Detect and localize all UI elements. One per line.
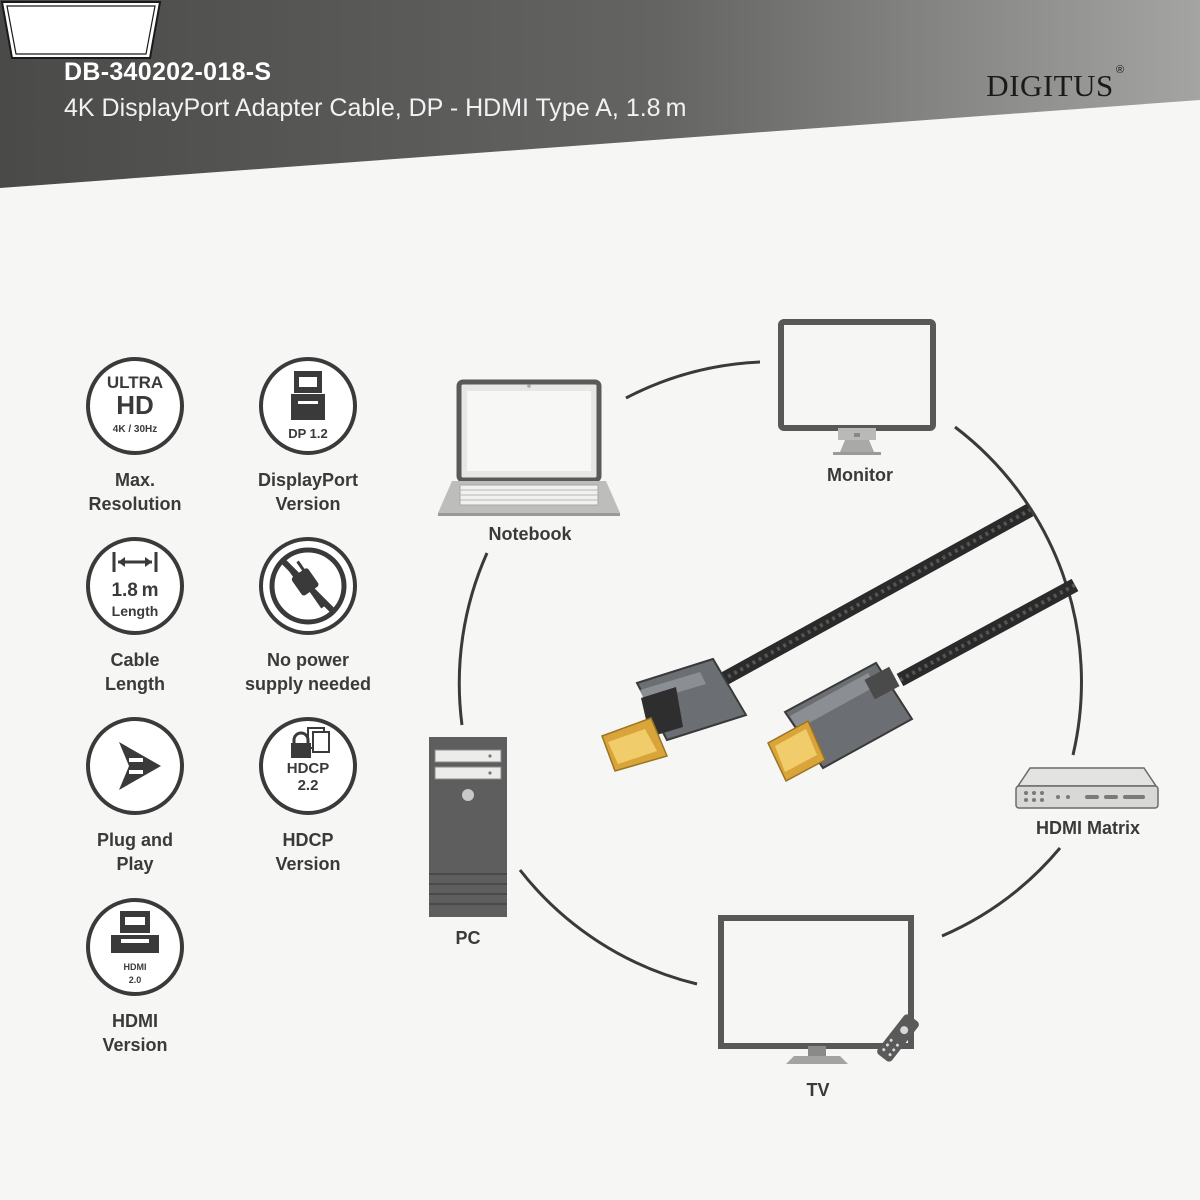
badge-text: HDCP: [286, 760, 330, 777]
hdmi-matrix-icon: [1015, 767, 1159, 809]
remote-control-icon: [877, 1014, 919, 1062]
product-model: DB-340202-018-S: [64, 58, 272, 86]
logo-registered-mark: ®: [1116, 64, 1125, 76]
hdmi-port-icon: HDMI 2.0: [85, 897, 185, 997]
header-banner: DB-340202-018-S 4K DisplayPort Adapter C…: [0, 0, 1200, 270]
no-power-plug-icon: [258, 536, 358, 636]
feature-label: Max.Resolution: [88, 470, 182, 514]
pc-tower-icon: [429, 737, 507, 917]
badge-text: 1.8 m: [111, 580, 159, 601]
monitor-label: Monitor: [827, 465, 893, 485]
displayport-icon: DP 1.2: [258, 356, 358, 456]
adapter-cable-image: [601, 503, 1079, 783]
ultra-hd-icon: ULTRA HD 4K / 30Hz: [85, 356, 185, 456]
connection-circle: [457, 360, 1083, 986]
hdmi-matrix-label: HDMI Matrix: [1035, 818, 1140, 838]
notebook-icon: [438, 379, 620, 516]
badge-text: HD: [116, 390, 154, 420]
badge-text: DP 1.2: [288, 426, 328, 441]
badge-text: HDMI: [123, 962, 147, 972]
tv-icon: [718, 915, 919, 1064]
header-background: [0, 0, 1200, 188]
badge-text: ULTRA: [106, 373, 164, 392]
digitus-logo: [0, 1, 162, 59]
feature-max-resolution: ULTRA HD 4K / 30Hz Max.Resolution: [50, 356, 220, 516]
monitor-icon: [778, 319, 936, 455]
hdmi-connector: [767, 661, 914, 783]
badge-text: 4K / 30Hz: [112, 424, 158, 435]
cable-length-icon: 1.8 m Length: [85, 536, 185, 636]
product-subtitle: 4K DisplayPort Adapter Cable, DP - HDMI …: [64, 94, 687, 122]
hdcp-lock-icon: HDCP 2.2: [258, 716, 358, 816]
logo-text: DIGITUS: [986, 68, 1114, 103]
tv-label: TV: [806, 1080, 830, 1100]
notebook-label: Notebook: [488, 524, 572, 544]
badge-text: 2.2: [297, 777, 319, 794]
displayport-connector: [601, 657, 748, 772]
pc-label: PC: [455, 928, 481, 948]
badge-text: 2.0: [128, 975, 142, 985]
plug-and-play-icon: [85, 716, 185, 816]
badge-text: Length: [111, 603, 159, 619]
